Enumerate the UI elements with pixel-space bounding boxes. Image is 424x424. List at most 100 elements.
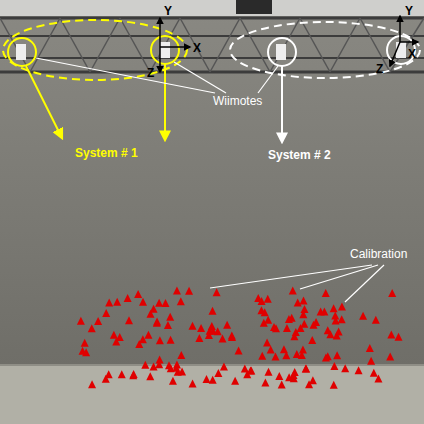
calibration-point [278, 381, 286, 389]
calibration-point [202, 375, 210, 383]
calibration-point [320, 307, 328, 315]
calibration-point [330, 381, 338, 389]
calibration-point [173, 360, 181, 368]
highlight-circle [268, 38, 296, 66]
wiimote [160, 42, 170, 58]
calibration-point [300, 320, 308, 328]
axis-label: X [408, 47, 416, 61]
calibration-point [359, 312, 367, 320]
calibration-point [155, 360, 163, 368]
calibration-point [235, 346, 243, 354]
calibration-point [299, 297, 307, 305]
calibration-point [110, 331, 118, 339]
ceiling [0, 0, 424, 16]
calibration-point [324, 352, 332, 360]
calibration-point [309, 321, 317, 329]
calibration-point [272, 324, 280, 332]
calibration-point [94, 317, 102, 325]
calibration-point [264, 368, 272, 376]
wiimote [276, 44, 286, 60]
pointer-arrow [164, 64, 166, 140]
calibration-point [205, 331, 213, 339]
calibration-point [258, 352, 266, 360]
calibration-point [223, 321, 231, 329]
calibration-point [113, 298, 121, 306]
calibration-point [81, 339, 89, 347]
callout-label: Wiimotes [213, 94, 262, 108]
axis-label: Y [164, 4, 172, 18]
calibration-point [150, 305, 158, 313]
calibration-point [263, 338, 271, 346]
calibration-point [164, 321, 172, 329]
calibration-point [395, 333, 403, 341]
calibration-point [374, 374, 382, 382]
calibration-point [178, 368, 186, 376]
calibration-point [209, 307, 217, 315]
calibration-point [208, 322, 216, 330]
calibration-point [146, 372, 154, 380]
calibration-point [386, 353, 394, 361]
calibration-point [264, 295, 272, 303]
calibration-point [372, 316, 380, 324]
calibration-point [271, 352, 279, 360]
calibration-point [367, 357, 375, 365]
calibration-point [309, 376, 317, 384]
calibration-point [195, 334, 203, 342]
calibration-point [169, 377, 177, 385]
floor-edge [0, 364, 424, 366]
calibration-point [333, 351, 341, 359]
calibration-point [294, 298, 302, 306]
calibration-point [166, 313, 174, 321]
calibration-point [366, 344, 374, 352]
axis-label: Y [405, 4, 413, 18]
calibration-point [388, 289, 396, 297]
calibration-point [185, 287, 193, 295]
floor [0, 365, 424, 424]
wiimote [16, 44, 26, 60]
calibration-point [288, 314, 296, 322]
calibration-point [283, 324, 291, 332]
calibration-point [290, 374, 298, 382]
calibration-point [231, 377, 239, 385]
calibration-point [257, 306, 265, 314]
calibration-point [129, 371, 137, 379]
calibration-point [167, 364, 175, 372]
calibration-point [322, 289, 330, 297]
axis-label: X [193, 41, 201, 55]
calibration-point [292, 328, 300, 336]
calibration-point [167, 336, 175, 344]
calibration-point [156, 336, 164, 344]
calibration-point [105, 298, 113, 306]
calibration-point [264, 316, 272, 324]
calibration-point [77, 317, 85, 325]
calibration-points [77, 287, 403, 389]
highlight-circle [8, 38, 36, 66]
calibration-point [228, 333, 236, 341]
calibration-point [88, 380, 96, 388]
calibration-point [213, 288, 221, 296]
projector [236, 0, 272, 14]
calibration-point [302, 365, 310, 373]
wiimote [396, 42, 406, 58]
calibration-point [338, 302, 346, 310]
calibration-point [188, 322, 196, 330]
calibration-point [387, 330, 395, 338]
calibration-point [118, 370, 126, 378]
leader-lines [36, 58, 384, 302]
calibration-point [144, 331, 152, 339]
calibration-point [289, 287, 297, 295]
system-boundary [230, 22, 420, 78]
axis-label: Z [376, 62, 383, 76]
calibration-point [267, 345, 275, 353]
calibration-point [135, 340, 143, 348]
calibration-point [125, 316, 133, 324]
calibration-point [177, 351, 185, 359]
pointer-arrow [26, 66, 62, 138]
calibration-point [141, 361, 149, 369]
calibration-point [220, 362, 228, 370]
calibration-point [355, 366, 363, 374]
calibration-point [105, 370, 113, 378]
calibration-point [302, 364, 310, 372]
calibration-point [299, 346, 307, 354]
